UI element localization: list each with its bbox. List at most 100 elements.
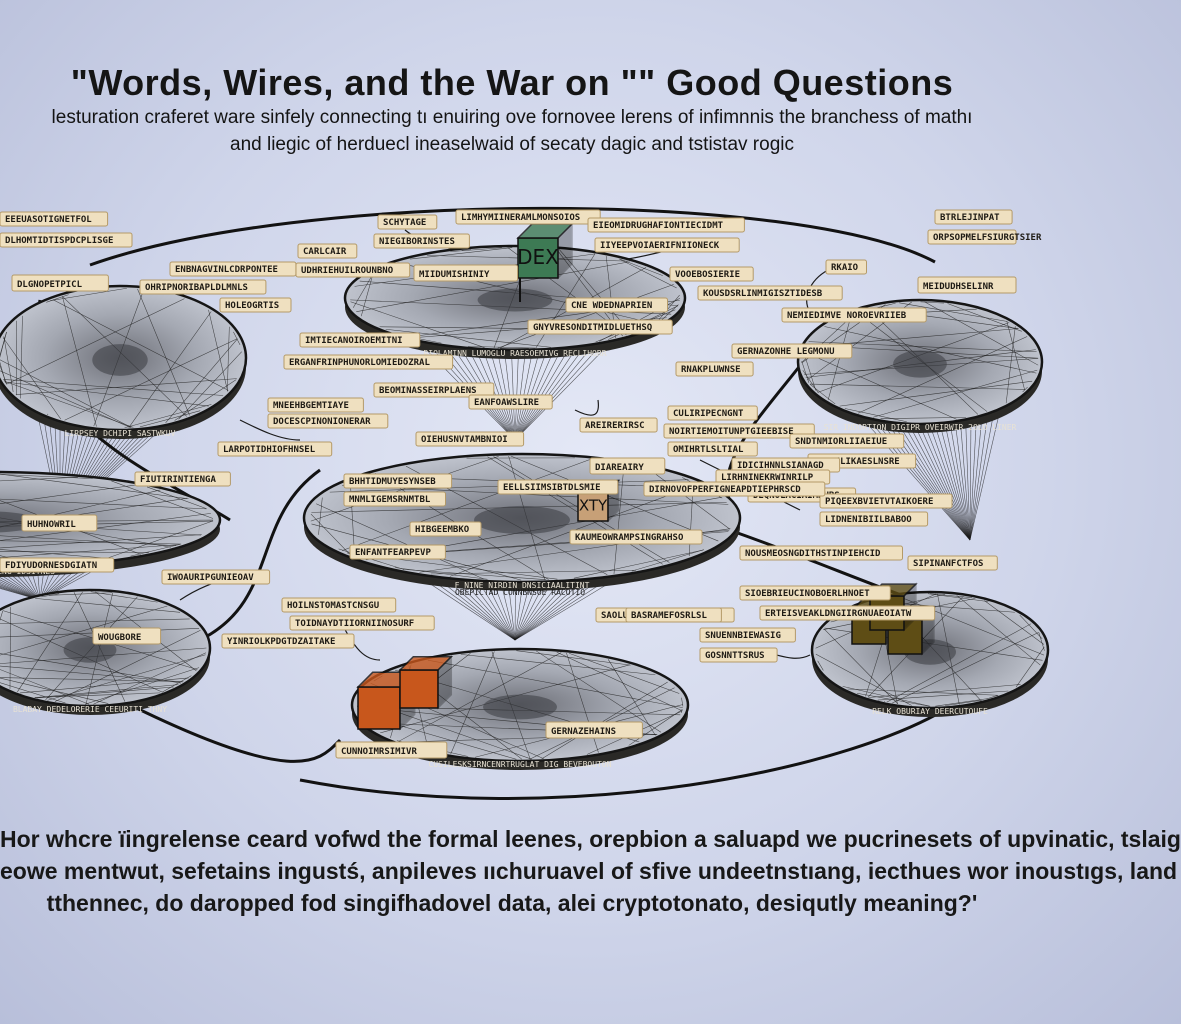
callout-text: FIUTIRINTIENGA [140,475,216,485]
callout-text: HIBGEEMBKO [415,525,470,535]
disc-band-label: RIOLAMINN LUMOGLU RAESOEMIVG RECLIHORR [423,349,606,358]
callout-label: ERGANFRINPHUNORLOMIEDOZRAL [283,354,454,370]
subtitle-line-1: lesturation craferet ware sinfely connec… [51,107,973,128]
disc-title-label: HUHNOWRIL [21,514,98,532]
callout-label: OHRIPNORIBAPLDLMNLS [139,279,267,295]
connector-curve [199,468,321,642]
callout-label: RKAIO [825,259,867,275]
callout-text: KOUSDSRLINMIGISZTIDESB [703,289,823,299]
callout-text: OIEHUSNVTAMBNIOI [421,435,508,445]
disc-band-label: LIRPSEY DCHIPI SASTWKUV [65,429,176,438]
callout-text: ERGANFRINPHUNORLOMIEDOZRAL [289,358,430,368]
callout-text: SIOEBRIEUCINOBOERLHNOET [745,589,870,599]
disc-title-label: DLGNOPETPICL [11,274,109,292]
callout-text: SIPINANFCTFOS [913,559,983,569]
disc-band-label: RELK OBURIAY DEERCUTOUFE [872,707,988,716]
callout-label: GOSNNTTSRUS [699,647,778,663]
callout-text: BTRLEJINPAT [940,213,1000,223]
callout-text: MEIDUDHSELINR [923,282,994,292]
callout-text: NOIRTIEMOITUNPTGIEEBISE [669,427,794,437]
callout-text: EIEOMIDRUGHAFIONTIECIDMT [593,221,724,231]
callout-text: MIIDUMISHINIY [419,270,490,280]
callout-text: AREIRERIRSC [585,421,645,431]
callout-text: DIRNOVOFPERFIGNEAPDTIEPHRSCD [649,485,801,495]
callout-label: BEOMINASSEIRPLAENS [373,382,495,398]
callout-text: MNEEHBGEMTIAYE [273,401,349,411]
callout-label: UDHRIEHUILROUNBNO [295,262,411,278]
callout-text: EEEUASOTIGNETFOL [5,215,92,225]
callout-text: SCHYTAGE [383,218,426,228]
callout-text: NIEGIBORINSTES [379,237,455,247]
connector-curve [89,206,936,267]
callout-label: KOUSDSRLINMIGISZTIDESB [697,285,843,301]
page-title: "Words, Wires, and the War on "" Good Qu… [70,62,954,103]
callout-text: IDICIHNNLSIANAGD [737,461,824,471]
cube-label: XTY [579,497,608,515]
callout-text: UDHRIEHUILROUNBNO [301,266,394,276]
callout-label: BHHTIDMUYESYNSEB [343,473,453,489]
callout-text: LIDNENIBIILBABOO [825,515,912,525]
disc-title-label: MIIDUMISHINIY [413,264,519,282]
callout-label: ENFANTFEARPEVP [349,544,446,560]
callout-label: IIYEEPVOIAERIFNIIONECK [594,237,740,253]
callout-text: ENFANTFEARPEVP [355,548,431,558]
callout-text: BASRAMEFOSRLSL [631,611,707,621]
disc-band-label: OBEPICTAD CONNBNSOE RACOTIO [455,588,585,597]
question-line-1: Hor whcre ïingrelense ceard vofwd the fo… [0,826,1181,852]
disc-title-label: WOUGBORE [92,627,162,645]
disc-title-label: CUNNOIMRSIMIVR [335,741,448,759]
callout-text: BHHTIDMUYESYNSEB [349,477,436,487]
disc-title-label: MEIDUDHSELINR [917,276,1017,294]
callout-label: SIOEBRIEUCINOBOERLHNOET [739,585,891,601]
callout-label: PIQEEXBVIETVTAIKOERE [819,493,953,509]
callout-text: MNMLIGEMSRNMTBL [349,495,431,505]
callout-text: RKAIO [831,263,859,273]
callout-label: SCHYTAGE [377,214,438,230]
disc-band-label: BLABAY DEDELORERIE CEEURITI THNY [13,705,167,714]
callout-text: KAUMEOWRAMPSINGRAHSO [575,533,684,543]
callout-text: HUHNOWRIL [27,520,76,530]
callout-text: GERNAZONHE LEGMONU [737,347,835,357]
callout-label: SNUENNBIEWASIG [699,627,796,643]
callout-label: LIDNENIBIILBABOO [819,511,929,527]
callout-text: MIUTILIKAESLNSRE [813,457,900,467]
callout-text: CUNNOIMRSIMIVR [341,747,417,757]
callout-label: HOLEOGRTIS [219,297,292,313]
connector-curve [119,698,342,763]
callout-text: OMIHRTLSLTIAL [673,445,744,455]
callout-text: GNYVRESONDITMIDLUETHSQ [533,323,653,333]
callout-label: LARPOTIDHIOFHNSEL [217,441,333,457]
pointer-line [574,399,600,416]
callout-label: LIMHYMIINERAMLMONSOIOS [455,209,601,225]
disc-band-label: CUSILESKSIRNCENRTRUGLAT DIG BEVEBOUTON [428,760,611,769]
callout-label: NEMIEDIMVE NOROEVRIIEB [781,307,927,323]
callout-text: DLHOMTIDTISPDCPLISGE [5,236,113,246]
callout-text: CULIRIPECNGNT [673,409,744,419]
callout-label: ORPSOPMELFSIURGTSIER [927,229,1042,245]
network-disc: BLABAY DEDELORERIE CEEURITI THNY [0,588,212,715]
callout-label: NIEGIBORINSTES [373,233,470,249]
callout-text: HOLEOGRTIS [225,301,279,311]
callout-text: FDIYUDORNESDGIATN [5,561,97,571]
callout-text: GOSNNTTSRUS [705,651,765,661]
question-line-3: tthennec, do daropped fod singifhadovel … [46,890,978,916]
callout-label: CARLCAIR [297,243,358,259]
callout-label: FDIYUDORNESDGIATN [0,557,115,573]
callout-label: VOOEBOSIERIE [669,266,754,282]
disc-band-label: SIR INDORTION DIGIPR OVEIRWIR 2OLO LINER [824,423,1017,432]
callout-label: HOILNSTOMASTCNSGU [281,597,397,613]
callout-text: WOUGBORE [98,633,141,643]
question-line-2: eowe mentwut, sefetains ingustś, anpilev… [0,858,1178,884]
callout-text: BEOMINASSEIRPLAENS [379,386,477,396]
callout-label: HIBGEEMBKO [409,521,482,537]
callout-text: SNUENNBIEWASIG [705,631,781,641]
callout-label: RNAKPLUWNSE [675,361,754,377]
callout-label: DIRNOVOFPERFIGNEAPDTIEPHRSCD [643,481,826,497]
callout-text: IMTIECANOIROEMITNI [305,336,403,346]
callout-text: IIYEEPVOIAERIFNIIONECK [600,241,720,251]
callout-label: OMIHRTLSLTIAL [667,441,758,457]
cube-label: DEX [517,245,559,269]
callout-text: YINRIOLKPDGTDZAITAKE [227,637,335,647]
callout-label: DOCESCPINONIONERAR [267,413,389,429]
network-disc: SIR INDORTION DIGIPR OVEIRWIR 2OLO LINER [796,298,1044,541]
